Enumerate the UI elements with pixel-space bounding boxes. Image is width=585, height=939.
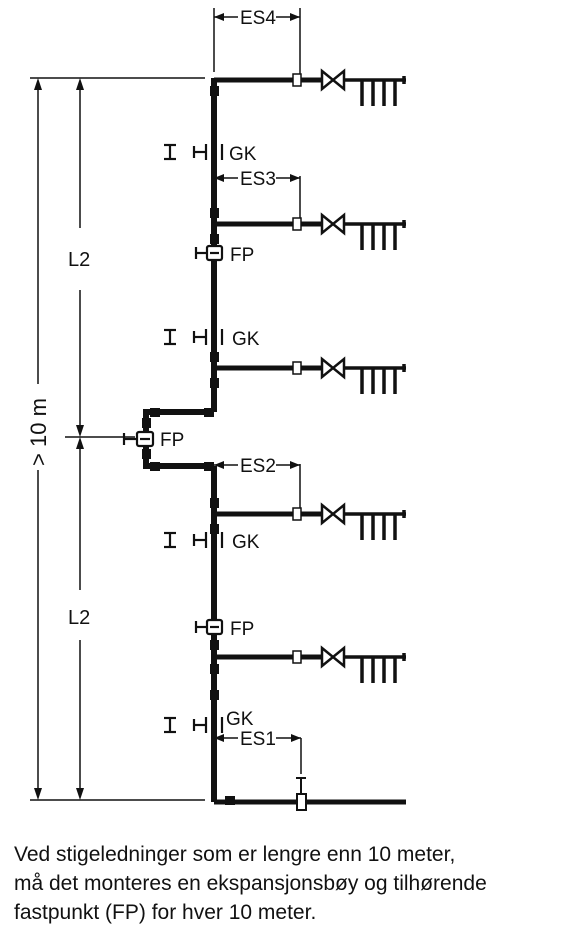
- fp-label: FP: [160, 430, 184, 451]
- fixed-point-icon: [194, 618, 224, 636]
- guide-icon: [164, 531, 224, 549]
- branch-pipes: [214, 77, 406, 805]
- valve-icon: [320, 68, 346, 92]
- es-arrowheads: [214, 13, 301, 742]
- guide-icon: [164, 328, 224, 346]
- fixed-point-icon: [194, 244, 224, 262]
- caption-line-3: fastpunkt (FP) for hver 10 meter.: [14, 901, 317, 924]
- valve-icon: [320, 645, 346, 669]
- bottom-fixed-point: [296, 777, 307, 811]
- es1-label: ES1: [240, 729, 276, 750]
- riser-expansion-diagram: > 10 m L2 L2: [26, 8, 406, 811]
- radiator-icon: [344, 510, 406, 540]
- es3-label: ES3: [240, 169, 276, 190]
- caption-line-2: må det monteres en ekspansjonsbøy og til…: [14, 872, 487, 895]
- gk-guides: [164, 143, 224, 734]
- caption: Ved stigeledninger som er lengre enn 10 …: [14, 840, 584, 927]
- l2-label-upper: L2: [68, 249, 90, 271]
- caption-line-1: Ved stigeledninger som er lengre enn 10 …: [14, 843, 456, 866]
- radiator-icon: [344, 220, 406, 250]
- radiators: [344, 76, 406, 683]
- valve-icon: [320, 212, 346, 236]
- fp-label: FP: [230, 245, 254, 266]
- branch-couplings: [292, 73, 302, 664]
- gk-label: GK: [226, 709, 254, 730]
- valves: [320, 68, 346, 669]
- guide-icon: [164, 143, 224, 161]
- radiator-icon: [344, 364, 406, 394]
- guide-icon: [164, 716, 224, 734]
- gk-label: GK: [232, 532, 260, 553]
- radiator-icon: [344, 653, 406, 683]
- gk-label: GK: [232, 329, 260, 350]
- height-label: > 10 m: [26, 398, 51, 466]
- es2-label: ES2: [240, 456, 276, 477]
- valve-icon: [320, 356, 346, 380]
- fp-fixed-points: [122, 244, 224, 636]
- gk-label: GK: [229, 144, 257, 165]
- l2-label-lower: L2: [68, 607, 90, 629]
- es4-label: ES4: [240, 8, 276, 29]
- riser-joints: [142, 86, 235, 805]
- fp-label: FP: [230, 619, 254, 640]
- fixed-point-icon: [122, 430, 155, 448]
- valve-icon: [320, 502, 346, 526]
- dimension-lines: [30, 77, 205, 801]
- radiator-icon: [344, 76, 406, 106]
- dimension-arrowheads: [34, 78, 84, 800]
